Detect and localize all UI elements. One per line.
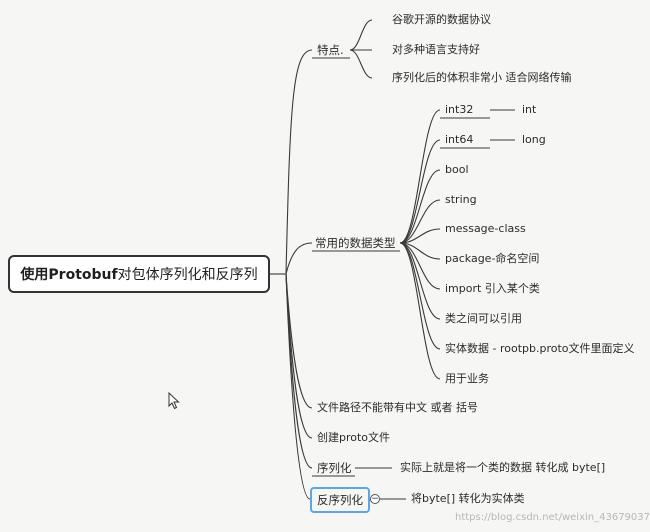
dt-to-bool <box>399 169 441 244</box>
dt-to-string <box>399 199 441 244</box>
features-to-item1 <box>349 19 373 51</box>
feature-item-3[interactable]: 序列化后的体积非常小 适合网络传输 <box>392 71 572 84</box>
feature-item-1[interactable]: 谷歌开源的数据协议 <box>392 13 491 26</box>
collapse-toggle-icon[interactable]: − <box>370 494 380 504</box>
datatype-int64-note[interactable]: long <box>522 133 546 146</box>
node-path-note[interactable]: 文件路径不能带有中文 或者 括号 <box>317 401 478 414</box>
deserialize-note[interactable]: 将byte[] 转化为实体类 <box>411 492 525 505</box>
datatype-business[interactable]: 用于业务 <box>445 372 489 385</box>
datatype-bool[interactable]: bool <box>445 163 469 176</box>
serialize-note[interactable]: 实际上就是将一个类的数据 转化成 byte[] <box>400 461 606 474</box>
datatype-class-refs[interactable]: 类之间可以引用 <box>445 312 522 325</box>
node-deserialize-selected[interactable]: 反序列化 <box>310 487 370 513</box>
datatype-int32[interactable]: int32 <box>445 103 474 116</box>
node-features[interactable]: 特点. <box>317 43 344 57</box>
dt-to-int32 <box>399 109 441 244</box>
node-deserialize-label: 反序列化 <box>317 493 363 507</box>
datatype-import[interactable]: import 引入某个类 <box>445 282 540 295</box>
datatype-int32-note[interactable]: int <box>522 103 537 116</box>
dt-to-business <box>399 242 441 380</box>
datatype-entity-data[interactable]: 实体数据 - rootpb.proto文件里面定义 <box>445 342 635 355</box>
root-title-rest: 对包体序列化和反序列 <box>117 267 258 283</box>
spine-to-serialize <box>285 273 313 469</box>
datatype-int64[interactable]: int64 <box>445 133 474 146</box>
spine-to-deserialize <box>285 273 311 500</box>
datatype-string[interactable]: string <box>445 193 477 206</box>
watermark: https://blog.csdn.net/weixin_43679037 <box>455 512 650 523</box>
spine-to-features <box>285 49 313 275</box>
dt-to-message <box>399 228 441 244</box>
dt-to-int64 <box>399 139 441 244</box>
root-node[interactable]: 使用Protobuf对包体序列化和反序列 <box>8 255 270 293</box>
node-serialize[interactable]: 序列化 <box>317 461 352 475</box>
mouse-pointer-icon <box>168 392 180 410</box>
node-datatypes[interactable]: 常用的数据类型 <box>315 236 396 250</box>
datatype-package[interactable]: package-命名空间 <box>445 252 540 265</box>
datatype-message-class[interactable]: message-class <box>445 222 526 235</box>
node-create-proto[interactable]: 创建proto文件 <box>317 431 391 444</box>
dt-to-import <box>399 242 441 290</box>
features-to-item3 <box>349 49 373 79</box>
spine-to-datatypes <box>285 242 313 275</box>
feature-item-2[interactable]: 对多种语言支持好 <box>392 43 480 56</box>
root-title-bold: 使用Protobuf <box>20 267 118 283</box>
